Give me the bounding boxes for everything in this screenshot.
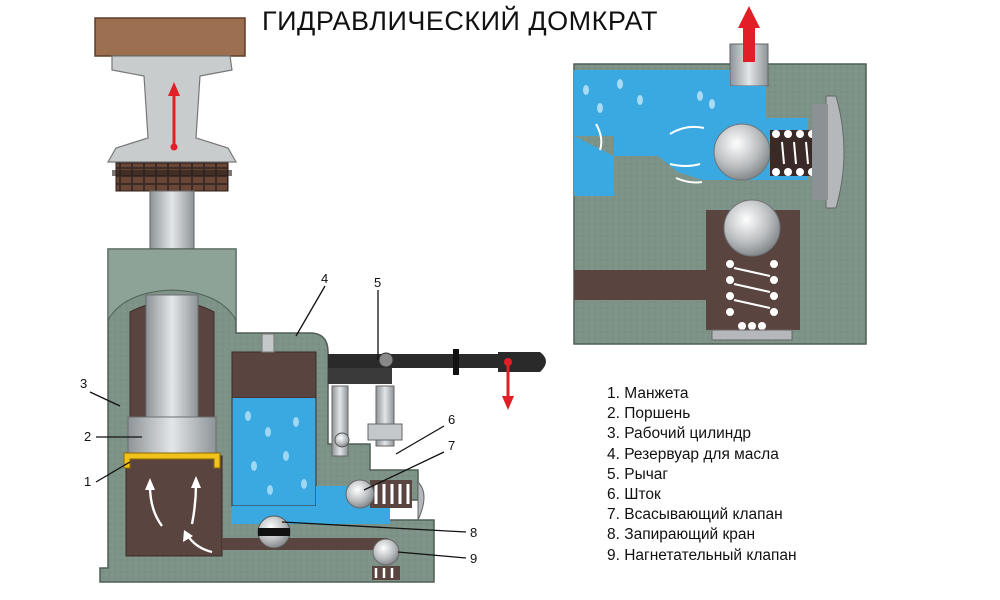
rail-lift-arrowhead <box>168 82 180 96</box>
callout-8: 8 <box>470 525 477 540</box>
detail-upper-ball <box>713 123 771 181</box>
lever <box>328 349 546 410</box>
shutoff-valve <box>257 515 291 549</box>
detail-lower-spring <box>726 260 778 330</box>
callout-1: 1 <box>84 474 91 489</box>
callout-4: 4 <box>321 271 328 286</box>
ram-rod <box>149 190 195 250</box>
legend-item: 5. Рычаг <box>607 465 669 483</box>
callout-2: 2 <box>84 429 91 444</box>
legend-item: 6. Шток <box>607 486 661 504</box>
rail-beam <box>106 55 238 163</box>
callout-leaders <box>89 285 467 559</box>
callout-3: 3 <box>80 376 87 391</box>
oil-reservoir <box>231 333 390 524</box>
wooden-load <box>94 17 246 57</box>
callout-6: 6 <box>448 412 455 427</box>
saddle <box>115 162 229 192</box>
callout-numbers: 1 2 3 4 5 6 7 8 9 <box>80 271 477 566</box>
cuff <box>123 452 221 469</box>
oil-channel <box>222 538 388 550</box>
legend-item: 9. Нагнетательный клапан <box>607 546 797 564</box>
piston <box>127 416 217 454</box>
jack-assembly: 1 2 3 4 5 6 7 8 9 <box>80 17 546 583</box>
callout-5: 5 <box>374 275 381 290</box>
delivery-valve <box>372 538 400 580</box>
detail-lower-ball <box>723 199 781 257</box>
legend-item: 1. Манжета <box>607 385 689 402</box>
legend-item: 3. Рабочий цилиндр <box>607 425 751 443</box>
legend-item: 8. Запирающий кран <box>607 526 756 544</box>
suction-valve <box>345 479 425 521</box>
callout-9: 9 <box>470 551 477 566</box>
piston-rod <box>145 294 199 418</box>
legend-item: 2. Поршень <box>607 405 691 423</box>
valve-detail-view <box>573 6 867 345</box>
outlet-arrow <box>743 26 755 62</box>
legend-item: 7. Всасывающий клапан <box>607 506 783 524</box>
callout-7: 7 <box>448 438 455 453</box>
legend: 1. Манжета 2. Поршень 3. Рабочий цилиндр… <box>607 384 797 566</box>
legend-item: 4. Резервуар для масла <box>607 445 779 463</box>
detail-plug <box>825 95 845 209</box>
diagram-title: ГИДРАВЛИЧЕСКИЙ ДОМКРАТ <box>262 6 659 36</box>
